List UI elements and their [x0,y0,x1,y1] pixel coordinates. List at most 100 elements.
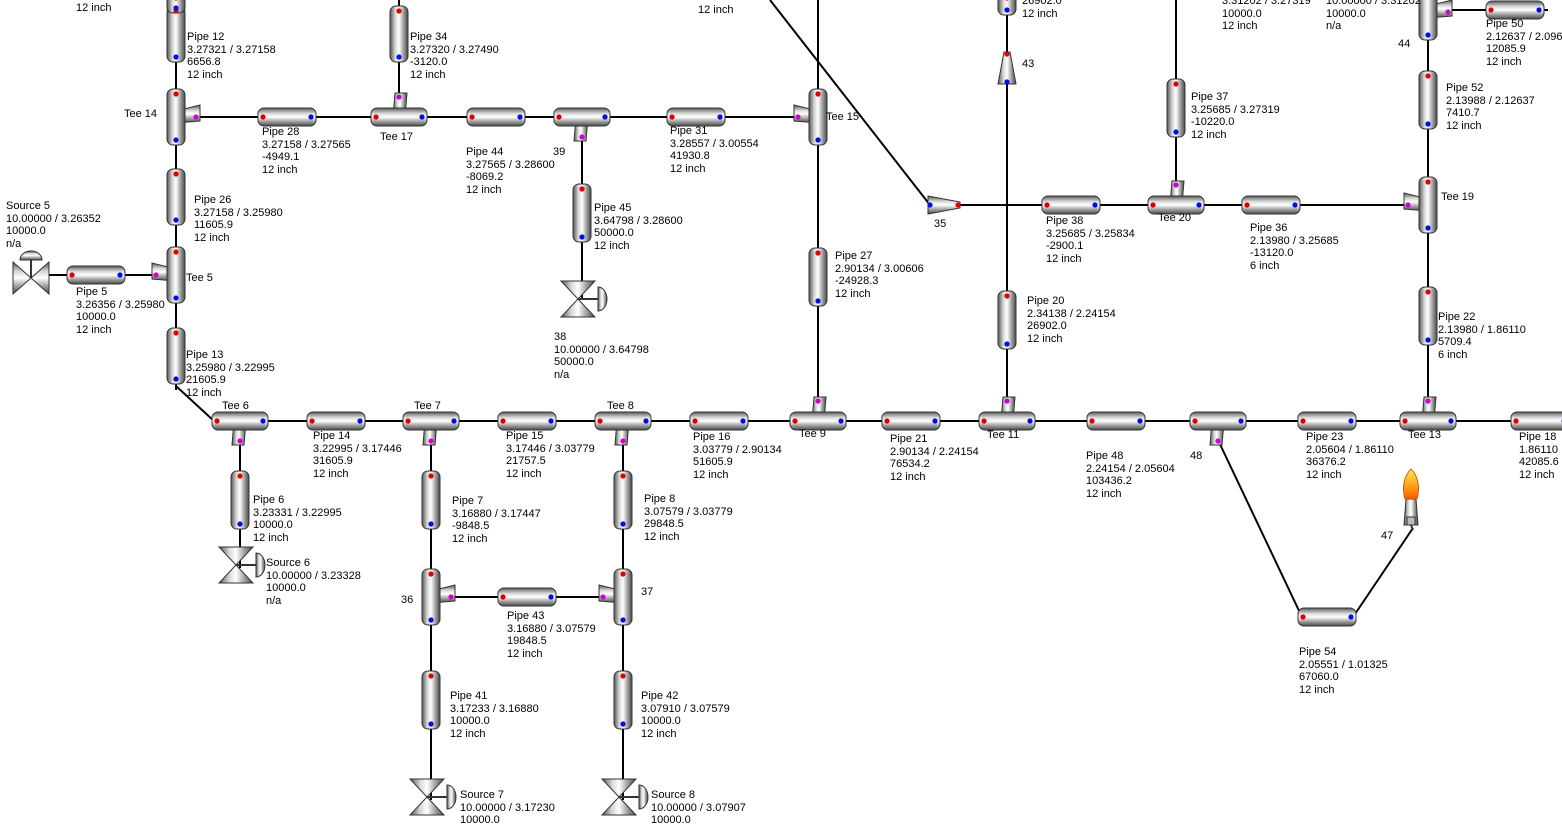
node-label-tee6: Tee 6 [222,400,249,412]
pipe-20-out-dot [1004,341,1010,347]
label-line: Pipe 43 [507,610,545,622]
label-line: Source 6 [266,557,311,569]
pipe-37-out-dot [1173,129,1179,135]
label-line: 21757.5 [506,455,546,467]
pipe-8 [613,470,633,530]
label-line: Pipe 21 [890,433,928,445]
pipe-6-out-dot [237,521,243,527]
label-line: -2900.1 [1046,240,1084,252]
pipe-8-in-dot [620,473,626,479]
label-line: 12 inch [194,231,230,244]
label-line: 67060.0 [1299,671,1339,683]
label-line: 3.22995 / 3.17446 [313,442,402,455]
node-label-tee5: Tee 5 [186,272,213,284]
node-44 [1418,0,1453,41]
label-line: 12 inch [1222,20,1258,32]
label-line: 12 inch [1306,468,1342,481]
label-line: 3.07910 / 3.07579 [641,702,730,715]
node-35 [927,195,961,215]
label-line: 10.00000 / 3.31202 [1326,0,1421,7]
node-label-tee9: Tee 9 [799,428,826,440]
tee-6 [211,411,269,446]
label-line: 3.16880 / 3.07579 [507,622,596,635]
pipe-34 [389,5,409,63]
pipe-20 [997,290,1017,350]
pipe-42 [613,670,633,730]
pipe-18-in-dot [1513,418,1519,424]
label-line: n/a [1326,20,1342,32]
label-line: 12 inch [506,467,542,480]
pipe-50-in-dot [1488,7,1494,13]
label-line: 12 inch [1027,332,1063,345]
label-line: 103436.2 [1086,475,1132,487]
label-line: 42085.6 [1519,456,1559,468]
label-line: 10.00000 / 3.64798 [554,343,649,356]
label-line: Pipe 27 [835,250,873,262]
label-line: 12 inch [313,467,349,480]
node-39 [553,107,611,142]
label-line: 12 inch [641,727,677,740]
label-line: 50000.0 [594,227,634,239]
pipe-6 [230,470,250,530]
label-line: 51605.9 [693,456,733,468]
node-label-n47: 47 [1381,530,1394,542]
label-line: 12 inch [507,647,543,660]
label-line: 2.05604 / 1.86110 [1306,443,1394,456]
pipe-28-in-dot [260,114,266,120]
pipe-44-in-dot [469,114,475,120]
pipe-top-a-out-dot [173,5,179,11]
pipe-21-out-dot [932,418,938,424]
label-line: 10.00000 / 3.26352 [6,212,101,225]
valve-source-8 [600,778,649,816]
pipe-44 [466,107,526,127]
pipe-23 [1297,411,1357,431]
pipe-38-out-dot [1092,202,1098,208]
pipe-31-out-dot [717,114,723,120]
label-line: 10000.0 [450,715,490,727]
label-line: Pipe 28 [262,126,300,138]
pipe-43-out-dot [548,594,554,600]
label-line: 10000.0 [1326,7,1366,20]
node-label-tee20: Tee 20 [1158,212,1192,224]
pipe-45 [572,183,592,243]
tee-11 [978,396,1036,431]
pipe-26-out-dot [173,217,179,223]
tee-9 [789,396,847,431]
label-line: -3120.0 [410,56,448,68]
tee-7 [402,411,460,446]
label-line: 10.00000 / 3.17230 [460,801,555,814]
pipe-21 [881,411,941,431]
label-line: 31605.9 [313,455,353,467]
label-line: 2.12637 / 2.096 [1486,30,1562,43]
label-line: 12 inch [187,68,223,81]
label-line: 12 inch [253,531,289,544]
pipe-top-c-in-dot [1005,0,1009,1]
label-line: 19848.5 [507,635,547,647]
label-line: Source 8 [651,789,696,801]
node-37 [598,568,633,626]
label-line: 3.27321 / 3.27158 [187,43,276,56]
label-line: 6 inch [1250,259,1280,272]
label-line: 10000.0 [6,225,46,237]
label-line: 12 inch [644,530,680,543]
label-line: Pipe 22 [1438,311,1476,323]
label-line: 3.23331 / 3.22995 [253,506,342,519]
label-line: 11605.9 [194,219,233,231]
label-line: 10.00000 / 3.23328 [266,569,361,582]
label-line: -10220.0 [1191,116,1235,128]
label-line: 2.34138 / 2.24154 [1027,307,1116,320]
label-line: Pipe 54 [1299,646,1337,658]
label-line: Pipe 16 [693,431,731,443]
pipe-43 [497,587,557,607]
node-label-n37: 37 [641,586,654,598]
label-line: Pipe 14 [313,430,351,442]
pipe-38 [1041,195,1101,215]
label-line: 38 [554,331,567,343]
pipe-15 [497,411,557,431]
label-top-a: 12 inch [76,2,111,15]
